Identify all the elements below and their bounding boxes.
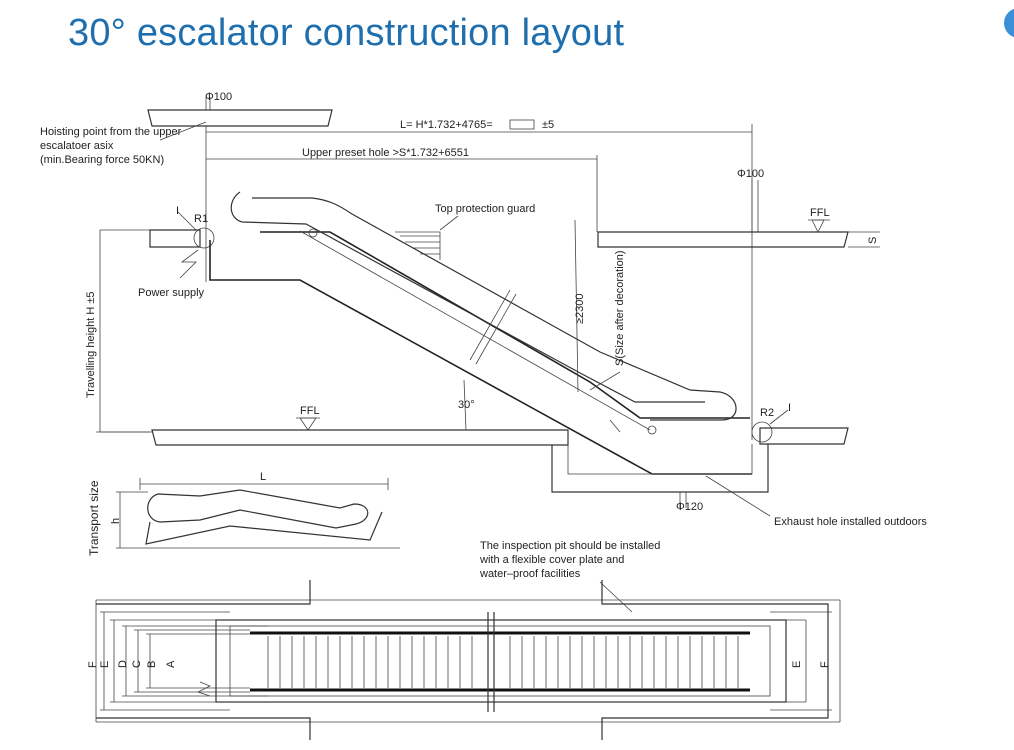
- r2-label: R2: [760, 407, 774, 419]
- right-pipe: [751, 180, 759, 232]
- plan-dim-f-left: F: [87, 661, 99, 668]
- r1-label: R1: [194, 213, 208, 225]
- phi120-label: Φ120: [676, 501, 703, 513]
- inspection-line-1: The inspection pit should be installed: [480, 540, 660, 552]
- r1-marker: [177, 211, 215, 279]
- s-mark: S: [867, 237, 879, 244]
- length-dimension: [205, 119, 753, 440]
- phi100-right-label: Φ100: [737, 168, 764, 180]
- upper-floor: [100, 219, 880, 248]
- angle-label: 30°: [458, 399, 475, 411]
- transport-h-label: h: [110, 518, 122, 524]
- tolerance-label: ±5: [542, 119, 554, 131]
- corner-badge: [1004, 8, 1014, 38]
- upper-preset-dimension: [206, 155, 598, 232]
- inspection-line-3: water–proof facilities: [479, 568, 581, 580]
- ffl-top-label: FFL: [810, 207, 830, 219]
- i-left-label: I: [176, 205, 179, 217]
- size-after-label: S(Size after decoration): [614, 250, 626, 366]
- transport-l-label: L: [260, 471, 266, 483]
- plan-dim-e-right: E: [791, 661, 803, 668]
- upper-preset-label: Upper preset hole >S*1.732+6551: [302, 147, 469, 159]
- page-title: 30° escalator construction layout: [68, 12, 625, 54]
- plan-dim-f-right: F: [819, 661, 831, 668]
- transport-size-label: Transport size: [87, 480, 101, 556]
- length-formula-label: L= H*1.732+4765=: [400, 119, 493, 131]
- ffl-bottom-label: FFL: [300, 405, 320, 417]
- plan-dim-e-left: E: [99, 661, 111, 668]
- transport-size-drawing: [116, 478, 400, 549]
- plan-dim-a-left: A: [165, 660, 177, 668]
- i-right-label: I: [788, 402, 791, 414]
- travel-height-label: Travelling height H ±5: [85, 291, 97, 398]
- hoisting-line-2: escalatoer asix: [40, 140, 114, 152]
- hoisting-slab: [147, 97, 333, 127]
- pit: [551, 444, 771, 517]
- hoisting-line-1: Hoisting point from the upper: [40, 126, 182, 138]
- plan-dim-c-left: C: [131, 660, 143, 668]
- r2-marker: [751, 409, 789, 443]
- hoisting-line-3: (min.Bearing force 50KN): [40, 154, 164, 166]
- escalator-truss: [209, 191, 752, 475]
- top-guard: [395, 215, 459, 260]
- power-supply-label: Power supply: [138, 287, 205, 299]
- top-guard-label: Top protection guard: [435, 203, 535, 215]
- plan-view: [95, 580, 841, 740]
- exhaust-label: Exhaust hole installed outdoors: [774, 516, 927, 528]
- phi100-top-label: Φ100: [205, 91, 232, 103]
- travel-height-dimension: [96, 230, 150, 433]
- min-2300-label: ≥2300: [574, 293, 586, 324]
- inspection-line-2: with a flexible cover plate and: [479, 554, 624, 566]
- plan-dim-d-left: D: [117, 660, 129, 668]
- plan-dim-b-left: B: [146, 661, 158, 668]
